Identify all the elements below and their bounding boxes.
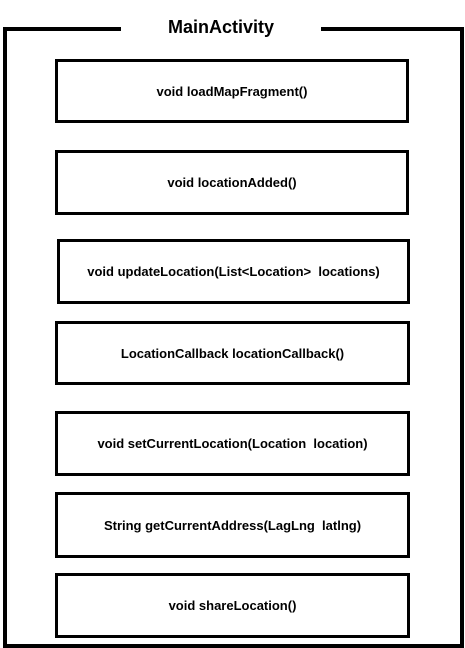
- method-box-load-map-fragment: void loadMapFragment(): [55, 59, 409, 123]
- method-box-set-current-location: void setCurrentLocation(Location locatio…: [55, 411, 410, 476]
- method-box-update-location: void updateLocation(List<Location> locat…: [57, 239, 410, 304]
- method-box-location-added: void locationAdded(): [55, 150, 409, 215]
- title-background: [121, 14, 321, 44]
- method-box-share-location: void shareLocation(): [55, 573, 410, 638]
- class-title: MainActivity: [167, 17, 275, 37]
- method-box-location-callback: LocationCallback locationCallback(): [55, 321, 410, 385]
- method-box-get-current-address: String getCurrentAddress(LagLng latlng): [55, 492, 410, 558]
